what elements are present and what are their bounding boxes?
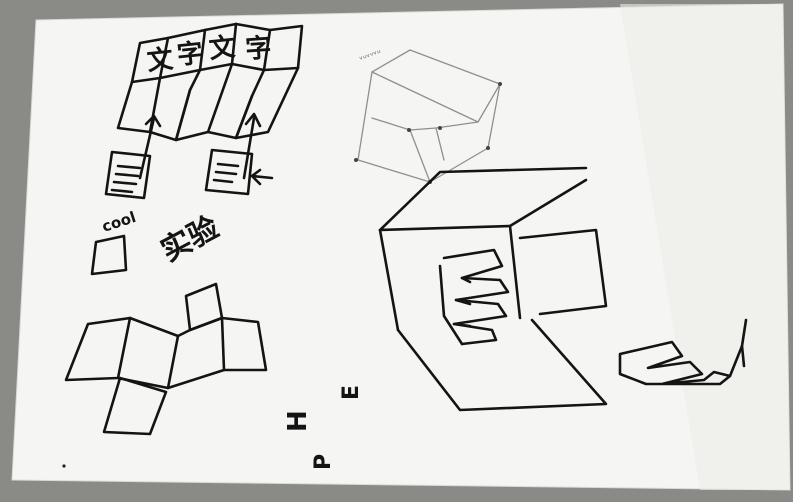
letter-h: H [283,410,313,432]
letter-p: P [311,454,336,470]
grid-char-4: 字 [244,32,272,65]
ink-dot [62,464,65,467]
grid-char-3: 文 [207,31,237,65]
grid-char-2: 字 [175,37,204,71]
grid-char-1: 文 [145,43,175,77]
letter-e: E [339,385,364,400]
